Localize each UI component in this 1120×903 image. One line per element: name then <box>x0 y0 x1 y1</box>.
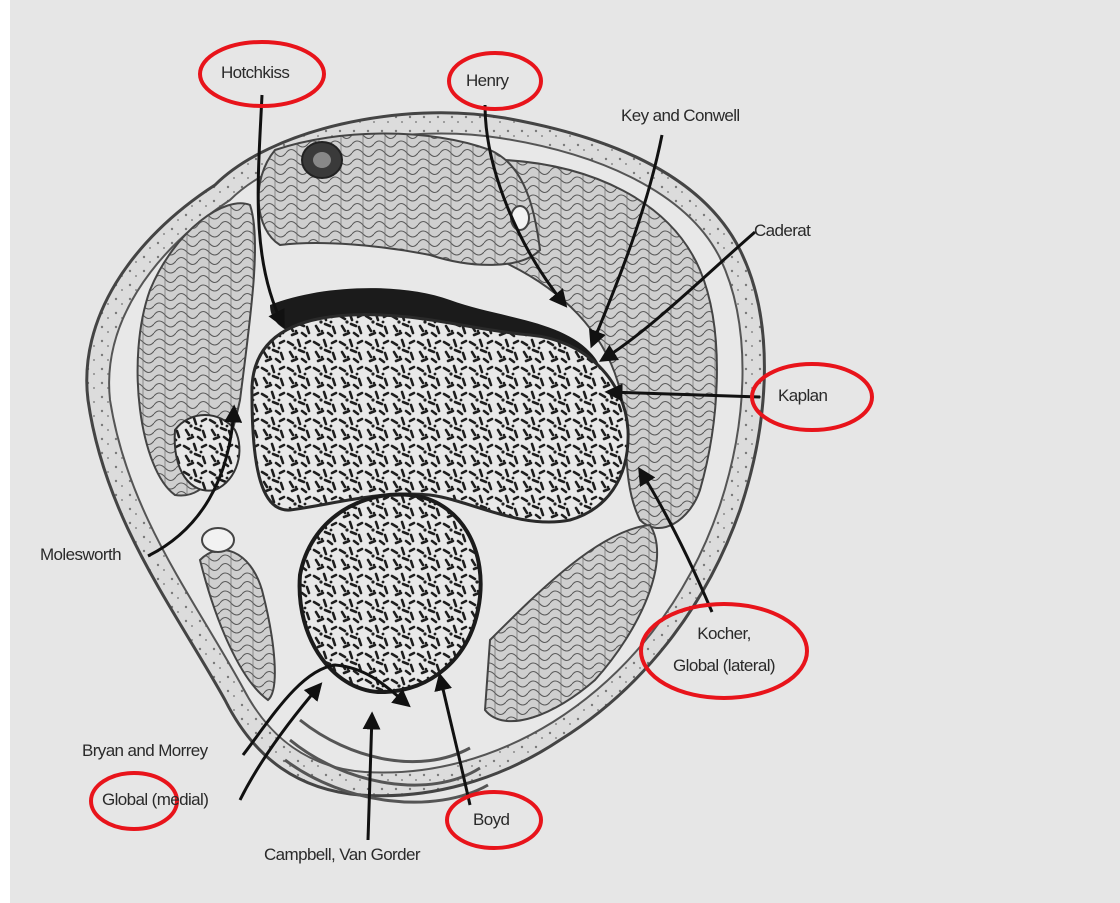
label-kaplan: Kaplan <box>778 386 827 406</box>
highlight-kocher <box>641 604 807 698</box>
label-hotchkiss: Hotchkiss <box>221 63 289 83</box>
label-henry: Henry <box>466 71 508 91</box>
label-molesworth: Molesworth <box>40 545 121 565</box>
ulna <box>300 494 481 692</box>
label-boyd: Boyd <box>473 810 509 830</box>
label-bryan-and-morrey: Bryan and Morrey <box>82 741 208 761</box>
distal-humerus <box>252 315 628 522</box>
label-global-medial: Global (medial) <box>102 790 208 810</box>
label-global-lateral: Global (lateral) <box>663 656 785 676</box>
label-campbell-van-gorder: Campbell, Van Gorder <box>264 845 420 865</box>
label-kocher: Kocher, <box>668 624 780 644</box>
label-caderat: Caderat <box>754 221 810 241</box>
label-key-and-conwell: Key and Conwell <box>621 106 740 126</box>
